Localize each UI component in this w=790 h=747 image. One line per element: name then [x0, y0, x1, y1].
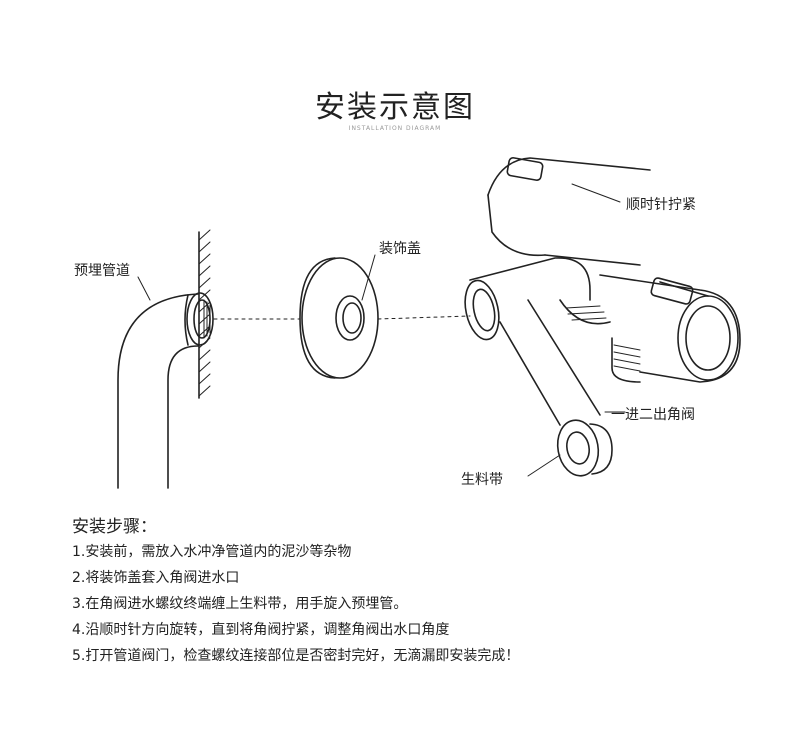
step-item: 4.沿顺时针方向旋转，直到将角阀拧紧，调整角阀出水口角度 [72, 622, 450, 638]
leader-lines [137, 183, 626, 477]
step-item: 5.打开管道阀门，检查螺纹连接部位是否密封完好，无滴漏即安装完成！ [72, 648, 520, 664]
decorative-cover-illustration [299, 257, 379, 379]
step-item: 1.安装前，需放入水冲净管道内的泥沙等杂物 [72, 544, 352, 560]
label-embedded-pipe: 预埋管道 [74, 263, 130, 279]
step-item: 3.在角阀进水螺纹终端缠上生料带，用手旋入预埋管。 [72, 596, 408, 612]
label-decorative-cover: 装饰盖 [379, 241, 421, 257]
steps-heading: 安装步骤： [72, 517, 157, 537]
steps-list: 1.安装前，需放入水冲净管道内的泥沙等杂物 2.将装饰盖套入角阀进水口 3.在角… [72, 544, 519, 674]
label-angle-valve: 一进二出角阀 [611, 407, 695, 423]
page-subtitle: INSTALLATION DIAGRAM [348, 125, 442, 132]
page-title: 安装示意图 [315, 90, 475, 125]
alignment-guides [213, 315, 471, 320]
label-tighten-clockwise: 顺时针拧紧 [626, 197, 696, 213]
installation-diagram [117, 157, 741, 489]
angle-valve-illustration [464, 157, 741, 477]
embedded-pipe-illustration [117, 292, 214, 489]
label-ptfe-tape: 生料带 [461, 472, 503, 488]
step-item: 2.将装饰盖套入角阀进水口 [72, 570, 240, 586]
